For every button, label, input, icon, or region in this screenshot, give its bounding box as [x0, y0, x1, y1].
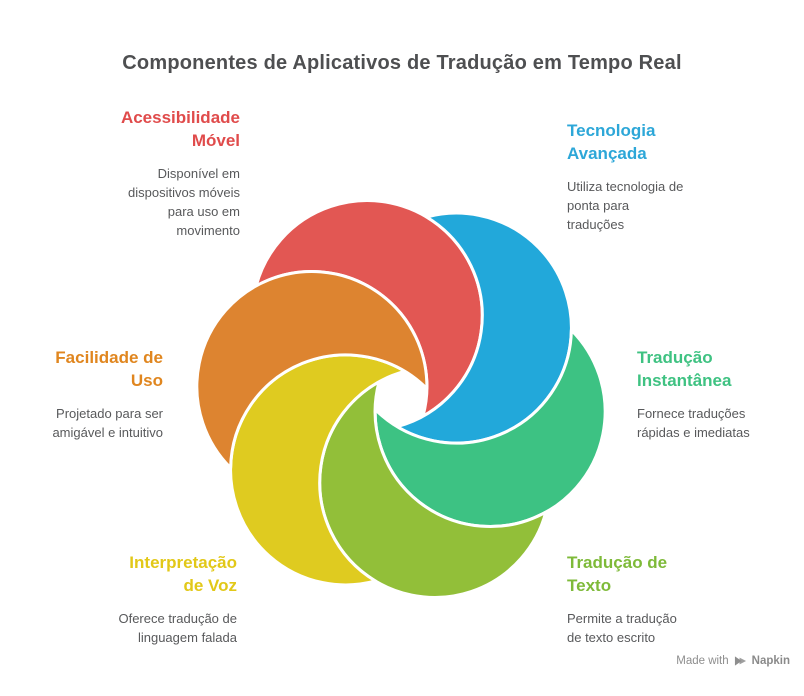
section-description-tecnologia-avancada: Utiliza tecnologia de ponta para traduçõ…: [567, 179, 684, 232]
section-traducao-instantanea: Tradução Instantânea Fornece traduções r…: [637, 346, 804, 442]
section-heading-interpretacao-de-voz: Interpretação de Voz: [129, 553, 237, 595]
section-description-traducao-instantanea: Fornece traduções rápidas e imediatas: [637, 406, 750, 440]
section-description-traducao-de-texto: Permite a tradução de texto escrito: [567, 611, 677, 645]
section-facilidade-de-uso: Facilidade de Uso Projetado para ser ami…: [0, 346, 163, 442]
section-heading-traducao-de-texto: Tradução de Texto: [567, 553, 668, 595]
section-heading-tecnologia-avancada: Tecnologia Avançada: [567, 121, 656, 163]
section-heading-traducao-instantanea: Tradução Instantânea: [637, 348, 732, 390]
component-wheel-diagram: [195, 199, 607, 599]
made-with-label: Made with: [676, 655, 729, 667]
section-traducao-de-texto: Tradução de Texto Permite a tradução de …: [567, 551, 797, 647]
petal-facilidade-de-uso: [195, 270, 429, 470]
section-interpretacao-de-voz: Interpretação de Voz Oferece tradução de…: [7, 551, 237, 647]
napkin-brand-label: Napkin: [751, 655, 790, 667]
section-heading-acessibilidade-movel: Acessibilidade Móvel: [120, 108, 240, 150]
section-description-interpretacao-de-voz: Oferece tradução de linguagem falada: [118, 611, 237, 645]
section-heading-facilidade-de-uso: Facilidade de Uso: [55, 348, 163, 390]
made-with-napkin-badge[interactable]: Made with Napkin: [676, 655, 790, 667]
section-acessibilidade-movel: Acessibilidade Móvel Disponível em dispo…: [10, 106, 240, 240]
section-description-facilidade-de-uso: Projetado para ser amigável e intuitivo: [52, 406, 163, 440]
section-tecnologia-avancada: Tecnologia Avançada Utiliza tecnologia d…: [567, 119, 797, 234]
page-title: Componentes de Aplicativos de Tradução e…: [122, 52, 682, 74]
section-description-acessibilidade-movel: Disponível em dispositivos móveis para u…: [128, 166, 240, 238]
napkin-logo-icon: [734, 656, 746, 666]
